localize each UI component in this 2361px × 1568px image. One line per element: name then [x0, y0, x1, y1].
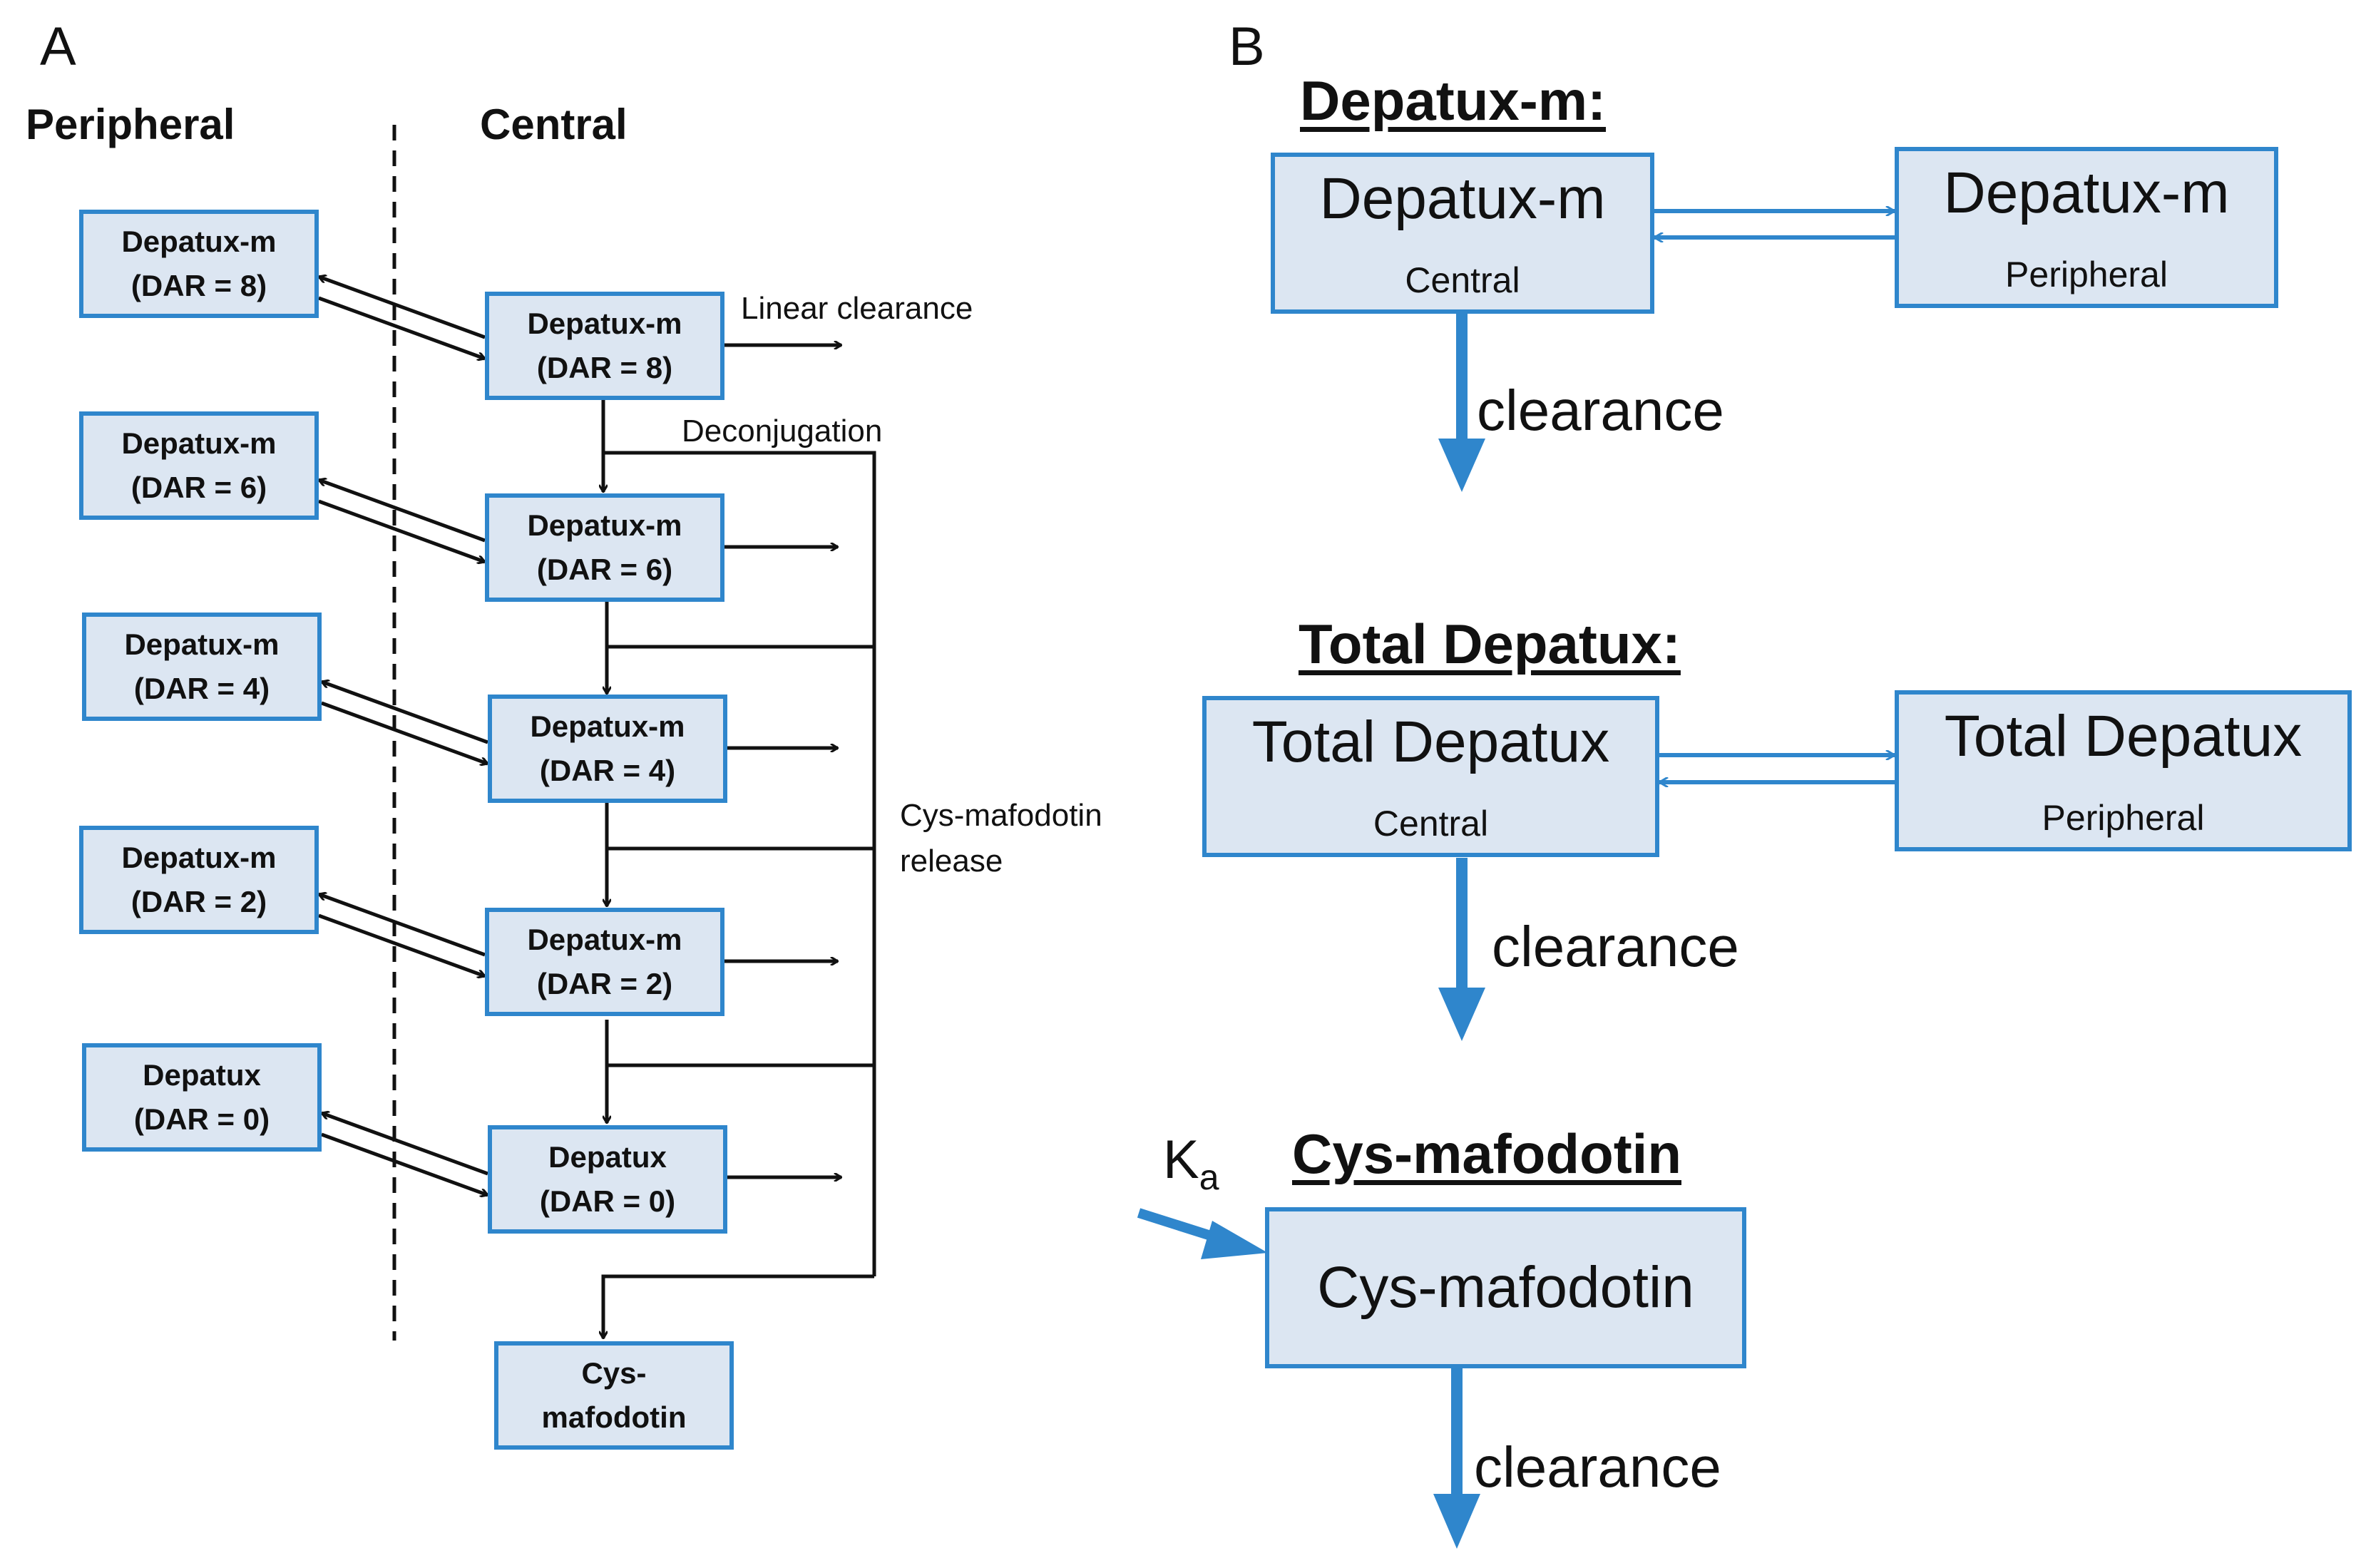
panel-b-clearance-arrows — [1433, 314, 1485, 1549]
box-title: Cys-mafodotin — [1317, 1255, 1694, 1320]
peripheral-box-dar4: Depatux-m (DAR = 4) — [82, 613, 322, 721]
central-box-dar0: Depatux (DAR = 0) — [488, 1125, 727, 1234]
central-box-dar2: Depatux-m (DAR = 2) — [485, 908, 724, 1016]
box-title: Depatux-m — [1319, 166, 1606, 231]
deconjugation-arrows — [603, 399, 874, 1338]
panel-b-exchange-arrows — [1654, 211, 1895, 782]
box-line1: Depatux-m — [121, 225, 277, 258]
linear-clearance-label: Linear clearance — [741, 291, 973, 326]
linear-clearance-arrows — [722, 345, 841, 1177]
box-line1: Depatux-m — [527, 923, 682, 956]
release-label-line2: release — [900, 844, 1003, 878]
box-line1: Depatux-m — [527, 307, 682, 340]
box-title: Depatux-m — [1943, 160, 2230, 225]
box-line2: (DAR = 4) — [133, 672, 270, 705]
box-subtitle: Peripheral — [2005, 255, 2168, 294]
peripheral-box-dar0: Depatux (DAR = 0) — [82, 1043, 322, 1152]
ka-main: K — [1163, 1129, 1199, 1190]
cys-mafodotin-box: Cys- mafodotin — [494, 1341, 734, 1450]
box-line2: (DAR = 8) — [130, 269, 267, 302]
box-title: Total Depatux — [1251, 709, 1610, 774]
depatux-m-central-box: Depatux-m Central — [1271, 153, 1654, 314]
box-line1: Depatux — [548, 1140, 667, 1174]
box-line2: (DAR = 8) — [536, 351, 673, 384]
panel-a-letter: A — [40, 16, 76, 77]
ka-subscript: a — [1199, 1157, 1219, 1198]
central-heading: Central — [480, 101, 628, 148]
central-box-dar8: Depatux-m (DAR = 8) — [485, 292, 724, 400]
depatux-m-peripheral-box: Depatux-m Peripheral — [1895, 147, 2278, 308]
ka-label: Ka — [1163, 1129, 1219, 1198]
deconjugation-label: Deconjugation — [682, 414, 883, 449]
clearance-label-2: clearance — [1492, 915, 1739, 978]
box-line2: (DAR = 6) — [130, 471, 267, 504]
box-line2: (DAR = 6) — [536, 553, 673, 586]
box-line1: Depatux-m — [530, 709, 685, 743]
panel-b-letter: B — [1229, 16, 1265, 77]
total-depatux-central-box: Total Depatux Central — [1202, 696, 1659, 857]
box-line2: mafodotin — [541, 1400, 687, 1434]
box-line1: Cys- — [581, 1356, 647, 1390]
exchange-arrows — [319, 277, 488, 1195]
box-line1: Depatux — [143, 1058, 261, 1092]
box-line1: Depatux-m — [527, 508, 682, 542]
box-subtitle: Central — [1373, 804, 1489, 844]
box-line1: Depatux-m — [121, 426, 277, 460]
peripheral-heading: Peripheral — [26, 101, 235, 148]
box-line2: (DAR = 0) — [539, 1184, 676, 1218]
box-line2: (DAR = 2) — [536, 967, 673, 1000]
peripheral-box-dar8: Depatux-m (DAR = 8) — [79, 210, 319, 318]
cys-mafodotin-central-box: Cys-mafodotin — [1265, 1207, 1746, 1368]
box-line2: (DAR = 2) — [130, 885, 267, 918]
box-line2: (DAR = 4) — [539, 754, 676, 787]
box-title: Total Depatux — [1944, 704, 2303, 769]
peripheral-box-dar2: Depatux-m (DAR = 2) — [79, 826, 319, 934]
box-subtitle: Peripheral — [2042, 798, 2205, 838]
central-box-dar6: Depatux-m (DAR = 6) — [485, 493, 724, 602]
peripheral-box-dar6: Depatux-m (DAR = 6) — [79, 411, 319, 520]
release-label-line1: Cys-mafodotin — [900, 798, 1102, 833]
clearance-label-3: clearance — [1474, 1435, 1721, 1499]
box-subtitle: Central — [1405, 260, 1520, 300]
total-depatux-peripheral-box: Total Depatux Peripheral — [1895, 690, 2352, 851]
ka-input-arrow — [1137, 1208, 1268, 1259]
central-box-dar4: Depatux-m (DAR = 4) — [488, 695, 727, 803]
box-line2: (DAR = 0) — [133, 1102, 270, 1136]
box-line1: Depatux-m — [121, 841, 277, 874]
section-heading-cys-mafodotin: Cys-mafodotin — [1292, 1122, 1681, 1185]
box-line1: Depatux-m — [124, 627, 280, 661]
clearance-label-1: clearance — [1477, 379, 1724, 442]
release-collector — [603, 451, 876, 1276]
section-heading-total-depatux: Total Depatux: — [1299, 613, 1681, 675]
section-heading-depatux-m: Depatux-m: — [1300, 69, 1607, 132]
